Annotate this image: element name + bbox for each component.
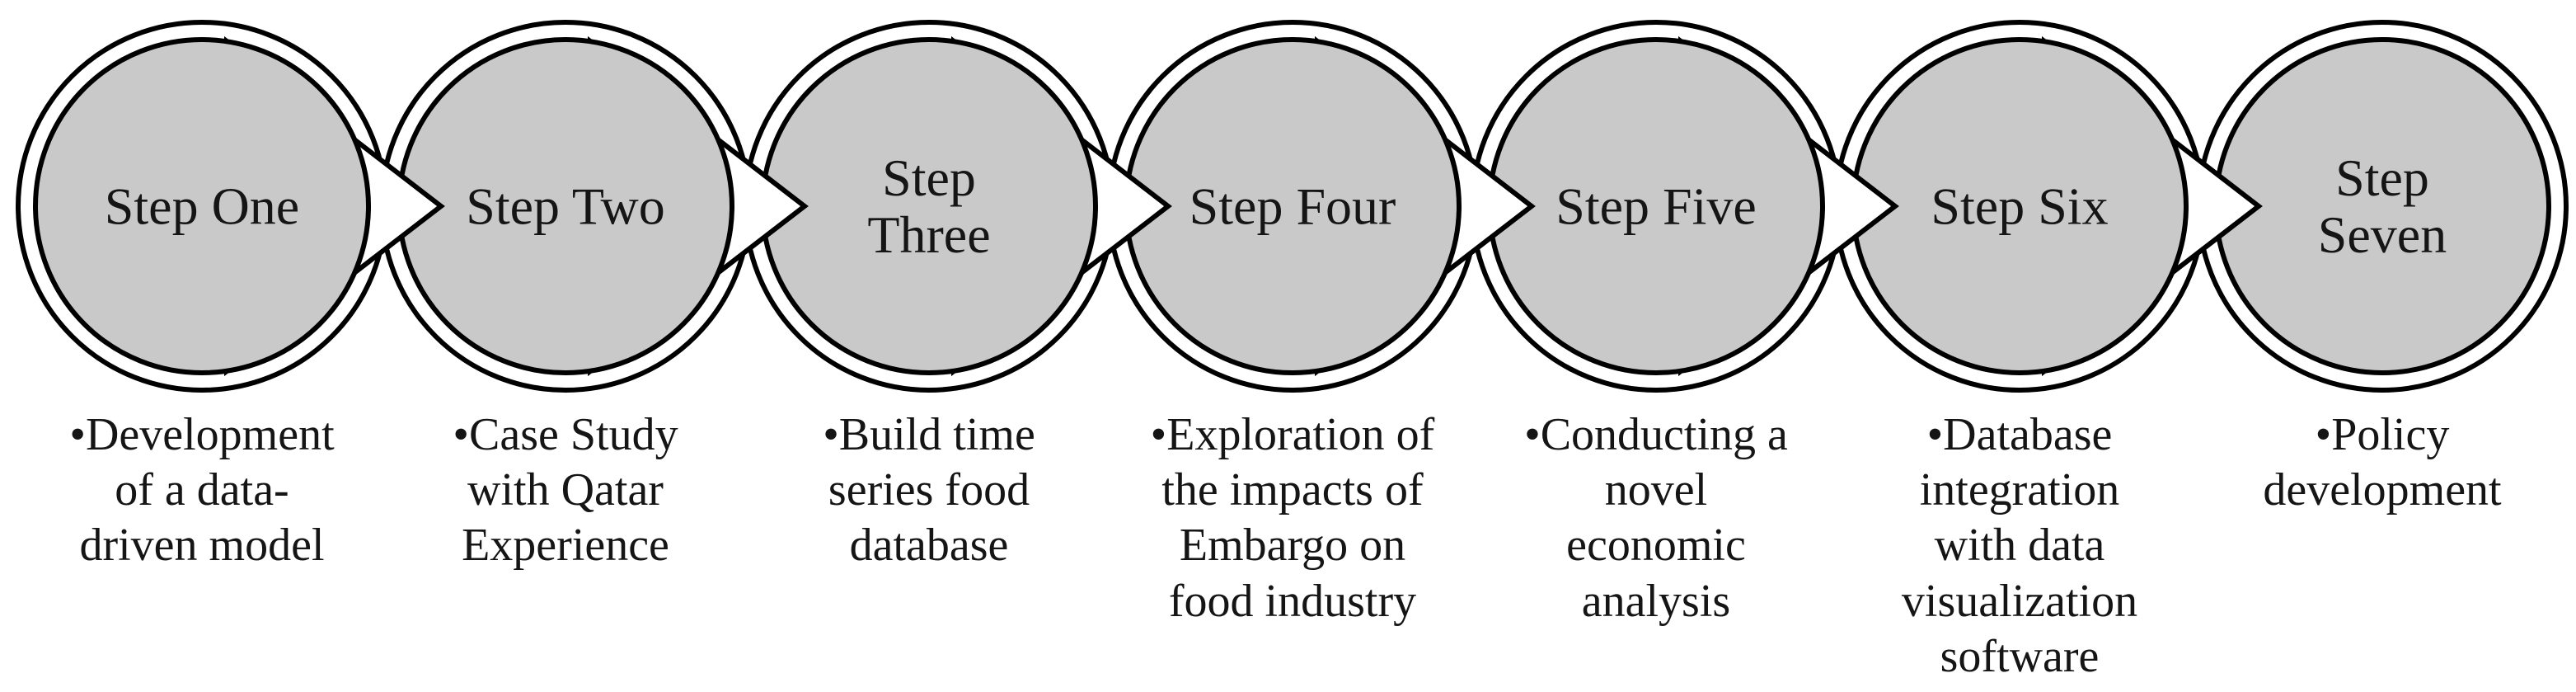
step-4-description: •Exploration of the impacts of Embargo o… — [1150, 409, 1435, 627]
step-7-description: •Policy development — [2263, 409, 2502, 516]
step-6-label: Step Six — [1931, 177, 2109, 236]
step-5-description: •Conducting a novel economic analysis — [1524, 409, 1788, 627]
step-2-label: Step Two — [466, 177, 665, 236]
step-3-label: Step Three — [867, 148, 991, 264]
step-6-description: •Database integration with data visualiz… — [1901, 409, 2138, 682]
step-1-label: Step One — [104, 177, 300, 236]
step-4-label: Step Four — [1189, 177, 1396, 236]
step-1-description: •Development of a data- driven model — [69, 409, 335, 572]
step-2-description: •Case Study with Qatar Experience — [453, 409, 678, 572]
step-5-label: Step Five — [1555, 177, 1757, 236]
step-7-label: Step Seven — [2317, 148, 2447, 264]
step-3-description: •Build time series food database — [823, 409, 1035, 572]
step-1-circle — [33, 37, 371, 375]
